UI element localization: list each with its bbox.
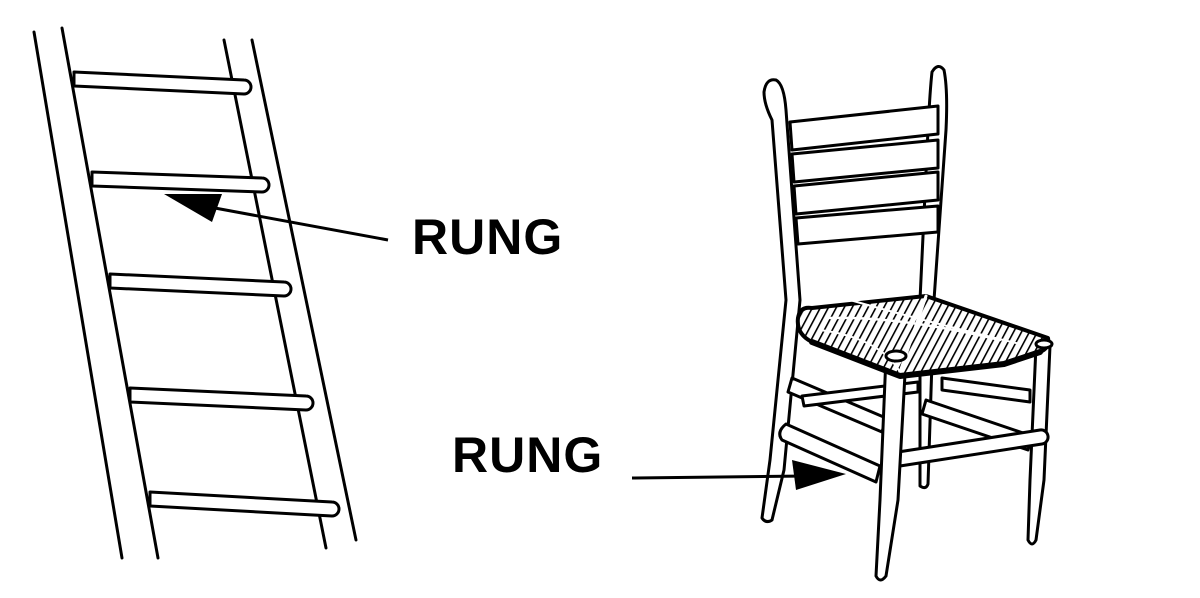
chair-front-left-leg	[874, 354, 908, 582]
chair-leg-cap	[1034, 338, 1054, 350]
chair-rung	[778, 422, 882, 484]
chair-leg-cap	[884, 349, 908, 363]
chair-back-slats	[788, 104, 940, 246]
ladder-rung	[108, 272, 293, 298]
chair-rung	[896, 428, 1050, 468]
ladder-left-rail	[32, 26, 160, 560]
ladder-rung	[148, 490, 341, 518]
chair-arrow	[631, 460, 846, 490]
ladder-arrow	[164, 194, 389, 242]
ladder-rung	[90, 170, 271, 194]
chair-back-left-post	[760, 78, 802, 524]
ladder-rung	[128, 386, 315, 412]
chair-rush-seat	[795, 294, 1051, 379]
chair-illustration	[760, 65, 1054, 582]
ladder-illustration	[32, 26, 358, 560]
chair-rung-label: RUNG	[452, 427, 604, 483]
ladder-rung-label: RUNG	[412, 209, 564, 265]
chair-rung	[940, 376, 1032, 404]
ladder-rung	[72, 70, 253, 96]
